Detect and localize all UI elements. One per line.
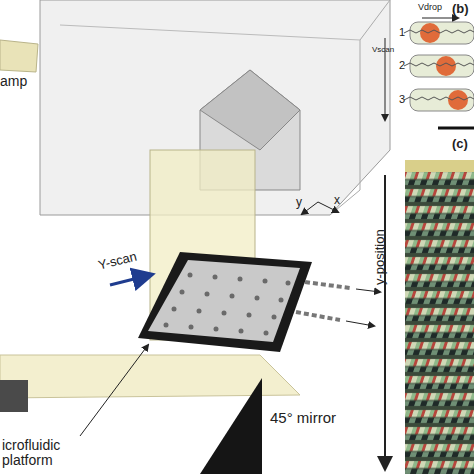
figure-label: 1 <box>399 26 405 38</box>
figure-label: 3 <box>399 93 405 105</box>
figure-label: y <box>296 196 302 209</box>
figure-label: (b) <box>452 2 469 16</box>
figure-label: Y-scan <box>97 249 139 272</box>
figure-label: amp <box>0 74 27 89</box>
figure-label: icrofluidic platform <box>2 438 92 469</box>
figure-label: 45° mirror <box>270 410 336 427</box>
figure-label: y-position <box>373 229 387 285</box>
figure-label: (c) <box>452 137 468 151</box>
figure-label: Vscan <box>372 46 394 55</box>
figure-label: Vdrop <box>418 3 442 13</box>
figure-label: x <box>334 194 340 207</box>
figure-label: 2 <box>399 59 405 71</box>
